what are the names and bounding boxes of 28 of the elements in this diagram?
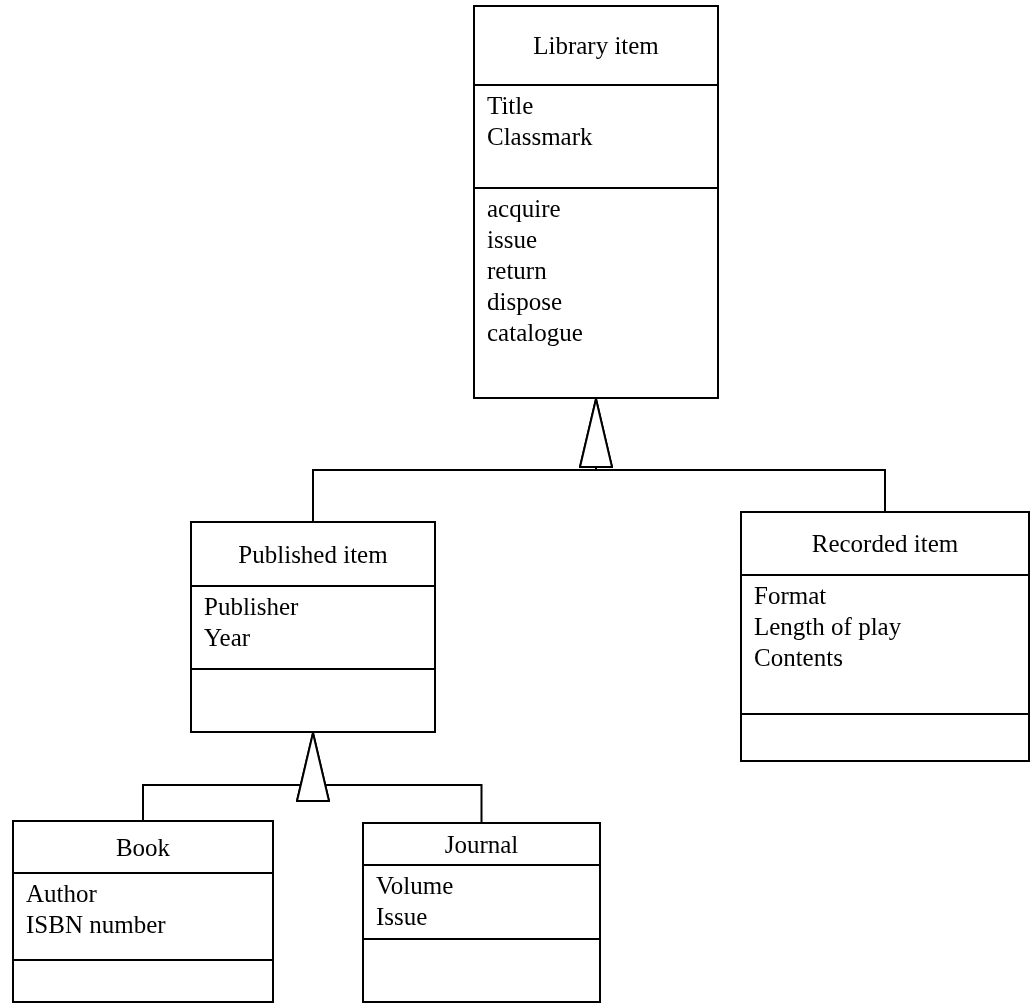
- attribute-text: Title: [487, 91, 535, 121]
- attribute-text: Year: [204, 623, 252, 653]
- class-box: [190, 521, 436, 733]
- operation-text: return: [487, 256, 548, 286]
- class-box: [362, 822, 601, 1003]
- attribute-text: Length of play: [754, 612, 903, 642]
- operation-text: catalogue: [487, 318, 584, 348]
- class-name: Journal: [444, 829, 519, 860]
- operation-text: issue: [487, 225, 538, 255]
- attribute-text: Format: [754, 581, 828, 611]
- class-box: [740, 511, 1030, 762]
- class-name: Book: [115, 832, 171, 863]
- generalization-arrow: [296, 732, 483, 823]
- class-box: [12, 820, 274, 1003]
- attribute-text: ISBN number: [26, 910, 167, 940]
- attribute-text: Volume: [376, 871, 455, 901]
- attribute-text: Classmark: [487, 122, 594, 152]
- class-name: Published item: [238, 539, 388, 570]
- attribute-text: Issue: [376, 902, 429, 932]
- class-name: Library item: [533, 31, 659, 61]
- generalization-arrow: [579, 398, 886, 512]
- operation-text: acquire: [487, 194, 562, 224]
- class-box: [473, 5, 719, 399]
- attribute-text: Publisher: [204, 592, 300, 622]
- attribute-text: Contents: [754, 643, 844, 673]
- attribute-text: Author: [26, 879, 98, 909]
- operation-text: dispose: [487, 287, 563, 317]
- class-name: Recorded item: [811, 529, 959, 559]
